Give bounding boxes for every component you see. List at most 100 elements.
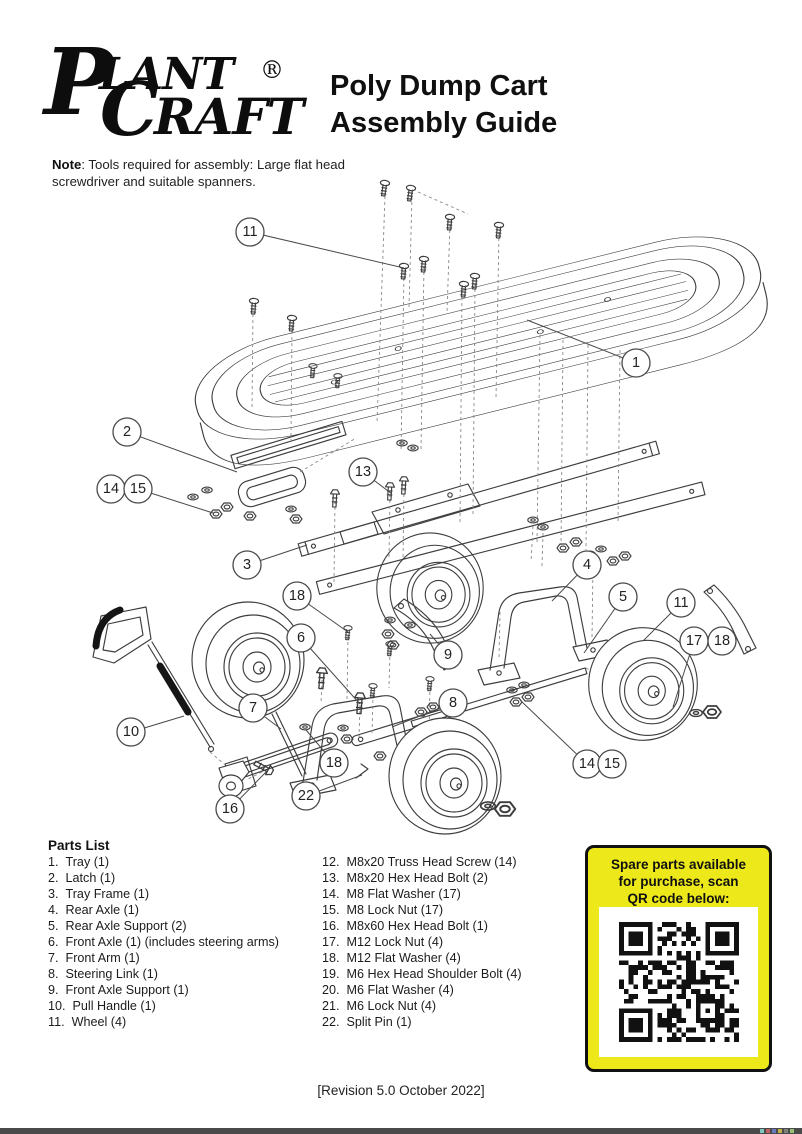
parts-list-item: 3.Tray Frame (1) <box>48 887 150 901</box>
svg-text:5: 5 <box>619 589 627 605</box>
svg-text:9: 9 <box>444 647 452 663</box>
callout-13 <box>348 457 378 487</box>
parts-list-item: 19.M6 Hex Head Shoulder Bolt (4) <box>322 967 522 981</box>
spare-parts-line2: for purchase, scan <box>618 874 739 889</box>
qr-panel <box>599 907 758 1057</box>
svg-text:11: 11 <box>673 595 688 611</box>
parts-list-item: 10.Pull Handle (1) <box>48 999 156 1013</box>
parts-list-item: 22.Split Pin (1) <box>322 1015 412 1029</box>
callout-3 <box>232 550 262 580</box>
qr-code <box>619 922 739 1042</box>
svg-text:18: 18 <box>714 633 730 649</box>
parts-list-heading: Parts List <box>48 838 110 853</box>
callout-16 <box>215 794 245 824</box>
parts-list-item: 20.M6 Flat Washer (4) <box>322 983 454 997</box>
parts-list-item: 5.Rear Axle Support (2) <box>48 919 187 933</box>
logo-word2-rest: RAFT <box>154 87 304 146</box>
wheel-rear-left-art <box>376 532 484 644</box>
callout-6 <box>286 623 316 653</box>
svg-text:17: 17 <box>686 633 702 649</box>
spare-parts-text: Spare parts available for purchase, scan… <box>588 856 769 907</box>
svg-text:7: 7 <box>249 700 257 716</box>
page-bottom-bar <box>0 1128 802 1134</box>
spare-parts-line1: Spare parts available <box>610 857 747 872</box>
svg-text:4: 4 <box>583 557 591 573</box>
svg-text:15: 15 <box>130 481 146 497</box>
parts-list-column-2: 12.M8x20 Truss Head Screw (14) 13.M8x20 H… <box>322 854 582 1030</box>
svg-text:14: 14 <box>103 481 119 497</box>
parts-list-item: 7.Front Arm (1) <box>48 951 140 965</box>
callout-18 <box>707 626 737 656</box>
spare-parts-box: Spare parts available for purchase, scan… <box>585 845 772 1072</box>
callout-10 <box>116 717 146 747</box>
tools-note: Note: Tools required for assembly: Large… <box>52 156 368 190</box>
callout-15 <box>597 749 627 779</box>
svg-text:2: 2 <box>123 424 131 440</box>
note-label: Note <box>52 157 82 172</box>
plantcraft-logo: P LANT ® C RAFT <box>44 36 334 156</box>
parts-list-item: 2.Latch (1) <box>48 871 116 885</box>
callout-11 <box>666 588 696 618</box>
parts-list: Parts List 1.Tray (1) 2.Latch (1) 3.Tray F… <box>48 838 578 1030</box>
callout-5 <box>608 582 638 612</box>
svg-text:1: 1 <box>632 355 640 371</box>
svg-text:14: 14 <box>579 756 595 772</box>
callout-7 <box>238 693 268 723</box>
callout-9 <box>433 640 463 670</box>
callout-11 <box>235 217 265 247</box>
parts-list-item: 15.M8 Lock Nut (17) <box>322 903 444 917</box>
svg-text:22: 22 <box>298 788 314 804</box>
svg-text:6: 6 <box>297 630 305 646</box>
logo-word2-initial: C <box>100 67 159 153</box>
parts-list-item: 6.Front Axle (1) (includes steering arms… <box>48 935 279 949</box>
parts-list-item: 13.M8x20 Hex Head Bolt (2) <box>322 871 488 885</box>
parts-list-item: 4.Rear Axle (1) <box>48 903 140 917</box>
logo-word1-rest: LANT <box>99 49 234 100</box>
parts-list-column-1: 1.Tray (1) 2.Latch (1) 3.Tray Frame (1) 4.R… <box>48 854 578 1030</box>
svg-text:3: 3 <box>243 557 251 573</box>
fasteners-art <box>187 179 722 817</box>
logo-word1-initial: P <box>44 28 114 136</box>
callout-8 <box>438 688 468 718</box>
document-title-line1: Poly Dump Cart <box>330 70 548 102</box>
svg-text:11: 11 <box>242 224 257 240</box>
document-title: Poly Dump Cart Assembly Guide <box>330 68 557 142</box>
latch-art <box>230 420 347 508</box>
svg-text:15: 15 <box>604 756 620 772</box>
parts-list-item: 9.Front Axle Support (1) <box>48 983 189 997</box>
parts-list-item: 17.M12 Lock Nut (4) <box>322 935 444 949</box>
wheel-front-center-art <box>388 717 502 835</box>
parts-list-item: 18.M12 Flat Washer (4) <box>322 951 461 965</box>
parts-list-item: 21.M6 Lock Nut (4) <box>322 999 437 1013</box>
parts-list-item: 11.Wheel (4) <box>48 1015 127 1029</box>
document-title-line2: Assembly Guide <box>330 107 558 139</box>
scan-artifact <box>760 1129 794 1133</box>
svg-text:18: 18 <box>289 588 305 604</box>
parts-list-item: 14.M8 Flat Washer (17) <box>322 887 461 901</box>
tray-frame-art <box>297 440 706 595</box>
callout-15 <box>123 474 153 504</box>
parts-list-item: 12.M8x20 Truss Head Screw (14) <box>322 855 517 869</box>
parts-list-item: 16.M8x60 Hex Head Bolt (1) <box>322 919 488 933</box>
revision-footer: [Revision 5.0 October 2022] <box>317 1083 485 1098</box>
svg-text:16: 16 <box>222 801 238 817</box>
note-text: : Tools required for assembly: Large fla… <box>52 157 345 190</box>
registered-trademark-icon: ® <box>260 56 284 84</box>
parts-list-item: 1.Tray (1) <box>48 855 110 869</box>
callout-4 <box>572 550 602 580</box>
svg-text:13: 13 <box>355 464 371 480</box>
callout-2 <box>112 417 142 447</box>
pull-handle-art <box>92 606 250 798</box>
parts-list-item: 8.Steering Link (1) <box>48 967 158 981</box>
svg-text:8: 8 <box>449 695 457 711</box>
callout-22 <box>291 781 321 811</box>
callout-18 <box>319 748 349 778</box>
split-pin-art <box>355 763 369 779</box>
tray-art <box>194 236 768 466</box>
spare-parts-line3: QR code below: <box>627 891 730 906</box>
svg-text:18: 18 <box>326 755 342 771</box>
svg-text:10: 10 <box>123 724 139 740</box>
